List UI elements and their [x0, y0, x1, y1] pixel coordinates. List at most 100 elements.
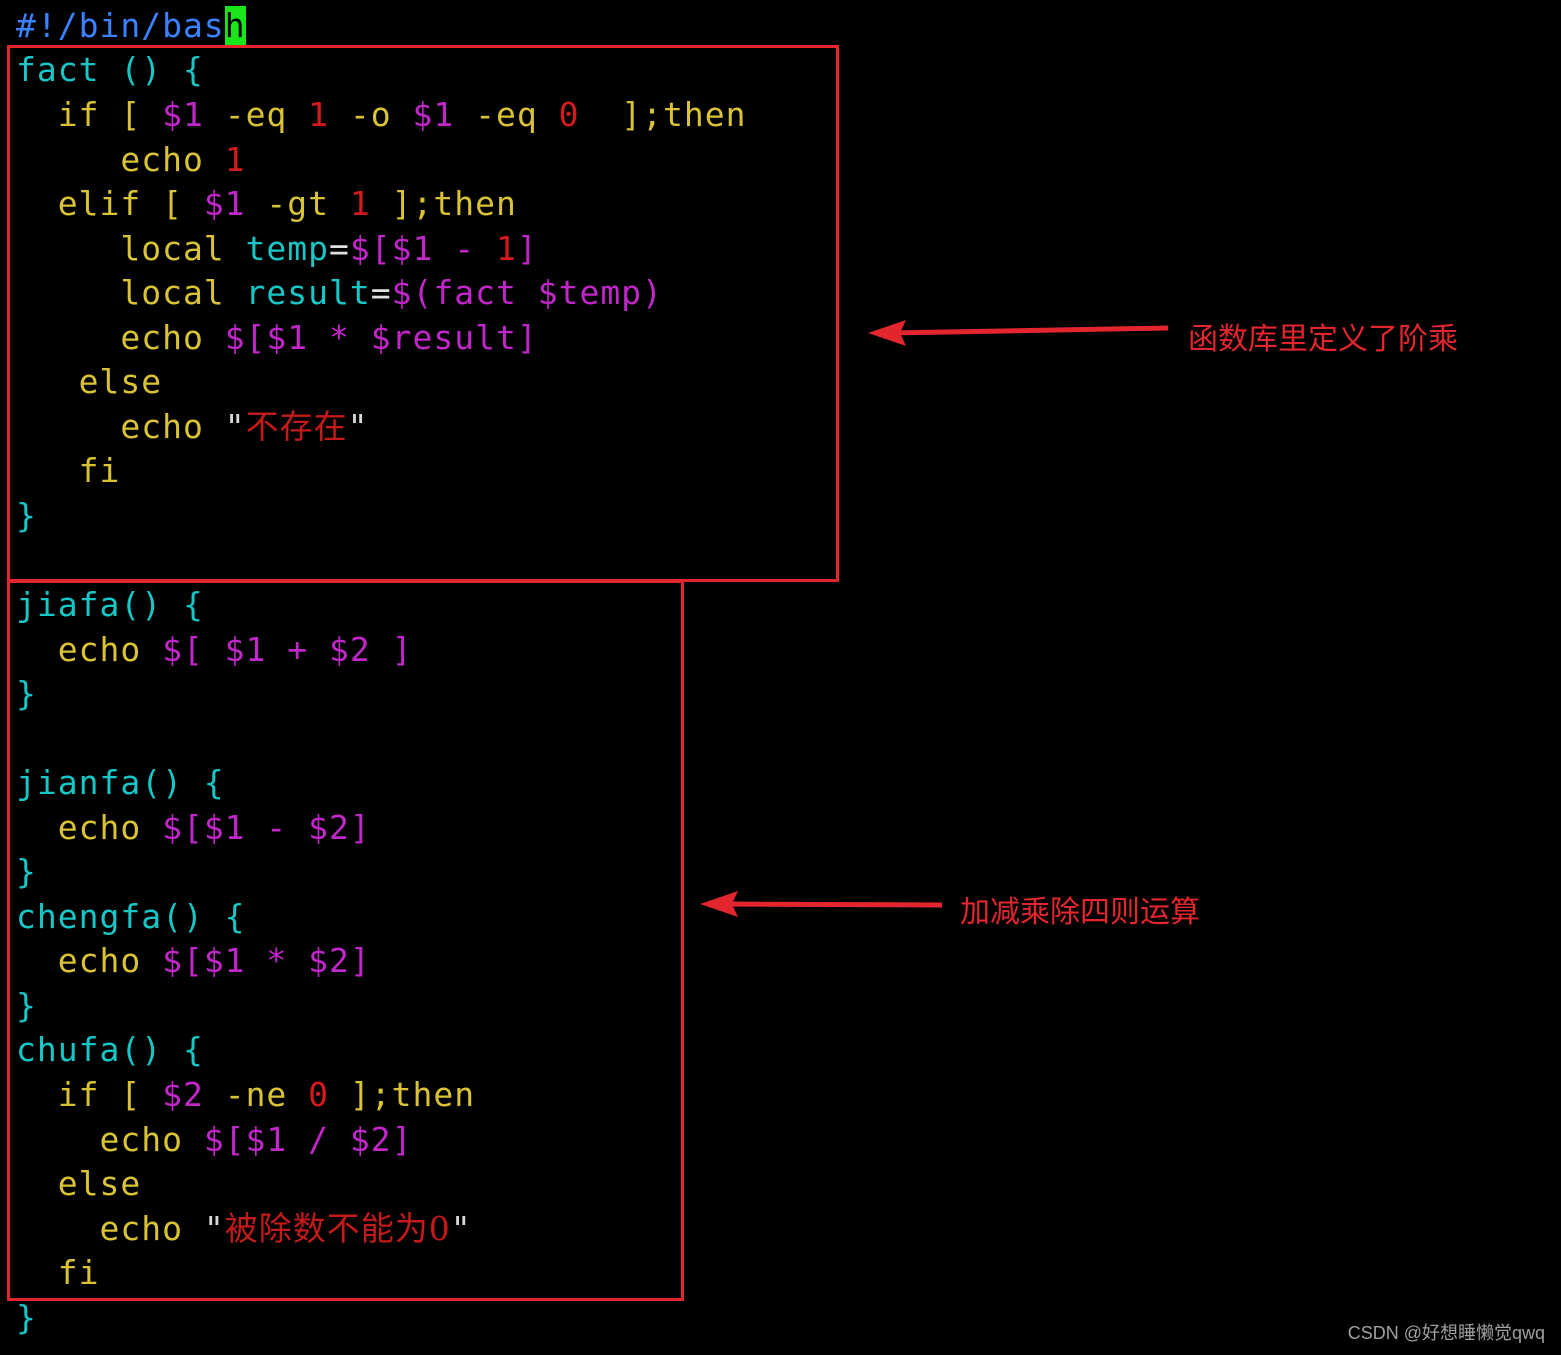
- arithmetic-arrow-icon: [700, 891, 943, 917]
- code-token: echo: [16, 1120, 204, 1159]
- code-token: if [: [16, 1075, 163, 1114]
- code-token: 1: [224, 140, 246, 179]
- code-token: $1: [412, 95, 455, 134]
- text-cursor: h: [224, 6, 246, 45]
- code-line: else: [16, 360, 162, 404]
- code-token: else: [16, 362, 163, 401]
- code-token: echo: [16, 318, 225, 357]
- code-token: echo: [16, 941, 163, 980]
- code-line: echo "不存在": [16, 405, 368, 449]
- code-token: echo: [16, 407, 225, 446]
- code-token: $1: [203, 184, 246, 223]
- code-token: fi: [16, 451, 121, 490]
- code-token: ": [203, 1209, 225, 1248]
- code-token: result: [245, 273, 371, 312]
- code-token: -eq: [203, 95, 309, 134]
- code-token: chufa() {: [16, 1030, 204, 1069]
- code-line: echo $[$1 / $2]: [16, 1118, 413, 1162]
- code-token: ];then: [579, 95, 747, 134]
- code-token: -eq: [454, 95, 559, 134]
- code-token: $1: [162, 95, 204, 134]
- code-token: 不存在: [245, 407, 348, 446]
- arithmetic-annotation: 加减乘除四则运算: [960, 895, 1200, 930]
- code-line: echo $[$1 - $2]: [16, 806, 371, 850]
- code-line: }: [16, 494, 37, 538]
- code-token: $[$1 -: [349, 229, 496, 268]
- code-line: echo $[ $1 + $2 ]: [16, 628, 413, 672]
- code-line: chufa() {: [16, 1028, 204, 1072]
- code-token: ": [347, 407, 369, 446]
- code-token: -o: [329, 95, 413, 134]
- code-token: ];then: [329, 1075, 476, 1114]
- code-token: ": [450, 1209, 472, 1248]
- code-token: $[$1 * $result]: [224, 318, 538, 357]
- code-token: echo: [16, 1209, 204, 1248]
- code-token: #!/bin/bas: [16, 6, 225, 45]
- code-token: ];then: [370, 184, 517, 223]
- code-line: }: [16, 672, 37, 716]
- code-line: jianfa() {: [16, 761, 225, 805]
- code-token: 1: [308, 95, 330, 134]
- factorial-highlight-box: [7, 45, 839, 582]
- code-token: 1: [349, 184, 371, 223]
- code-token: }: [16, 986, 37, 1025]
- code-token: }: [16, 496, 37, 535]
- code-line: local result=$(fact $temp): [16, 271, 663, 315]
- code-token: echo: [16, 630, 163, 669]
- code-token: 1: [495, 229, 517, 268]
- code-token: -gt: [245, 184, 350, 223]
- code-line: }: [16, 984, 37, 1028]
- code-line: local temp=$[$1 - 1]: [16, 227, 538, 271]
- code-line: else: [16, 1162, 141, 1206]
- code-token: local: [16, 273, 246, 312]
- code-token: =: [370, 273, 392, 312]
- code-line: echo "被除数不能为0": [16, 1207, 472, 1251]
- code-token: -ne: [203, 1075, 309, 1114]
- code-line: chengfa() {: [16, 895, 246, 939]
- code-token: 被除数不能为0: [224, 1209, 451, 1248]
- code-line: echo 1: [16, 138, 246, 182]
- code-token: fi: [16, 1253, 100, 1292]
- code-line: fact () {: [16, 48, 204, 92]
- code-token: fact () {: [16, 50, 204, 89]
- code-token: echo: [16, 140, 225, 179]
- code-token: $[ $1 + $2 ]: [162, 630, 413, 669]
- code-line: fi: [16, 1251, 99, 1295]
- code-token: $[$1 * $2]: [162, 941, 371, 980]
- code-line: if [ $1 -eq 1 -o $1 -eq 0 ];then: [16, 93, 746, 137]
- code-token: }: [16, 1298, 37, 1337]
- code-token: }: [16, 852, 37, 891]
- code-token: =: [329, 229, 350, 268]
- code-line: #!/bin/bash: [16, 4, 246, 48]
- code-line: }: [16, 1296, 37, 1340]
- code-token: $[$1 - $2]: [162, 808, 371, 847]
- code-token: else: [16, 1164, 142, 1203]
- code-line: elif [ $1 -gt 1 ];then: [16, 182, 517, 226]
- code-line: echo $[$1 * $2]: [16, 939, 371, 983]
- code-token: chengfa() {: [16, 897, 246, 936]
- code-token: $(fact $temp): [391, 273, 663, 312]
- code-line: jiafa() {: [16, 583, 204, 627]
- factorial-annotation: 函数库里定义了阶乘: [1188, 322, 1458, 357]
- code-token: temp: [245, 229, 330, 268]
- code-token: $[$1 / $2]: [203, 1120, 413, 1159]
- arithmetic-highlight-box: [7, 580, 684, 1301]
- code-line: }: [16, 850, 37, 894]
- watermark: CSDN @好想睡懒觉qwq: [1347, 1323, 1545, 1343]
- code-token: ]: [516, 229, 538, 268]
- code-token: jiafa() {: [16, 585, 204, 624]
- code-line: echo $[$1 * $result]: [16, 316, 538, 360]
- code-token: if [: [16, 95, 163, 134]
- code-token: $2: [162, 1075, 204, 1114]
- code-token: elif [: [16, 184, 204, 223]
- code-token: ": [224, 407, 246, 446]
- code-token: echo: [16, 808, 163, 847]
- code-line: if [ $2 -ne 0 ];then: [16, 1073, 475, 1117]
- code-token: 0: [308, 1075, 330, 1114]
- factorial-arrow-icon: [868, 320, 1169, 346]
- code-token: jianfa() {: [16, 763, 225, 802]
- code-token: }: [16, 674, 37, 713]
- code-token: 0: [558, 95, 580, 134]
- code-token: local: [16, 229, 246, 268]
